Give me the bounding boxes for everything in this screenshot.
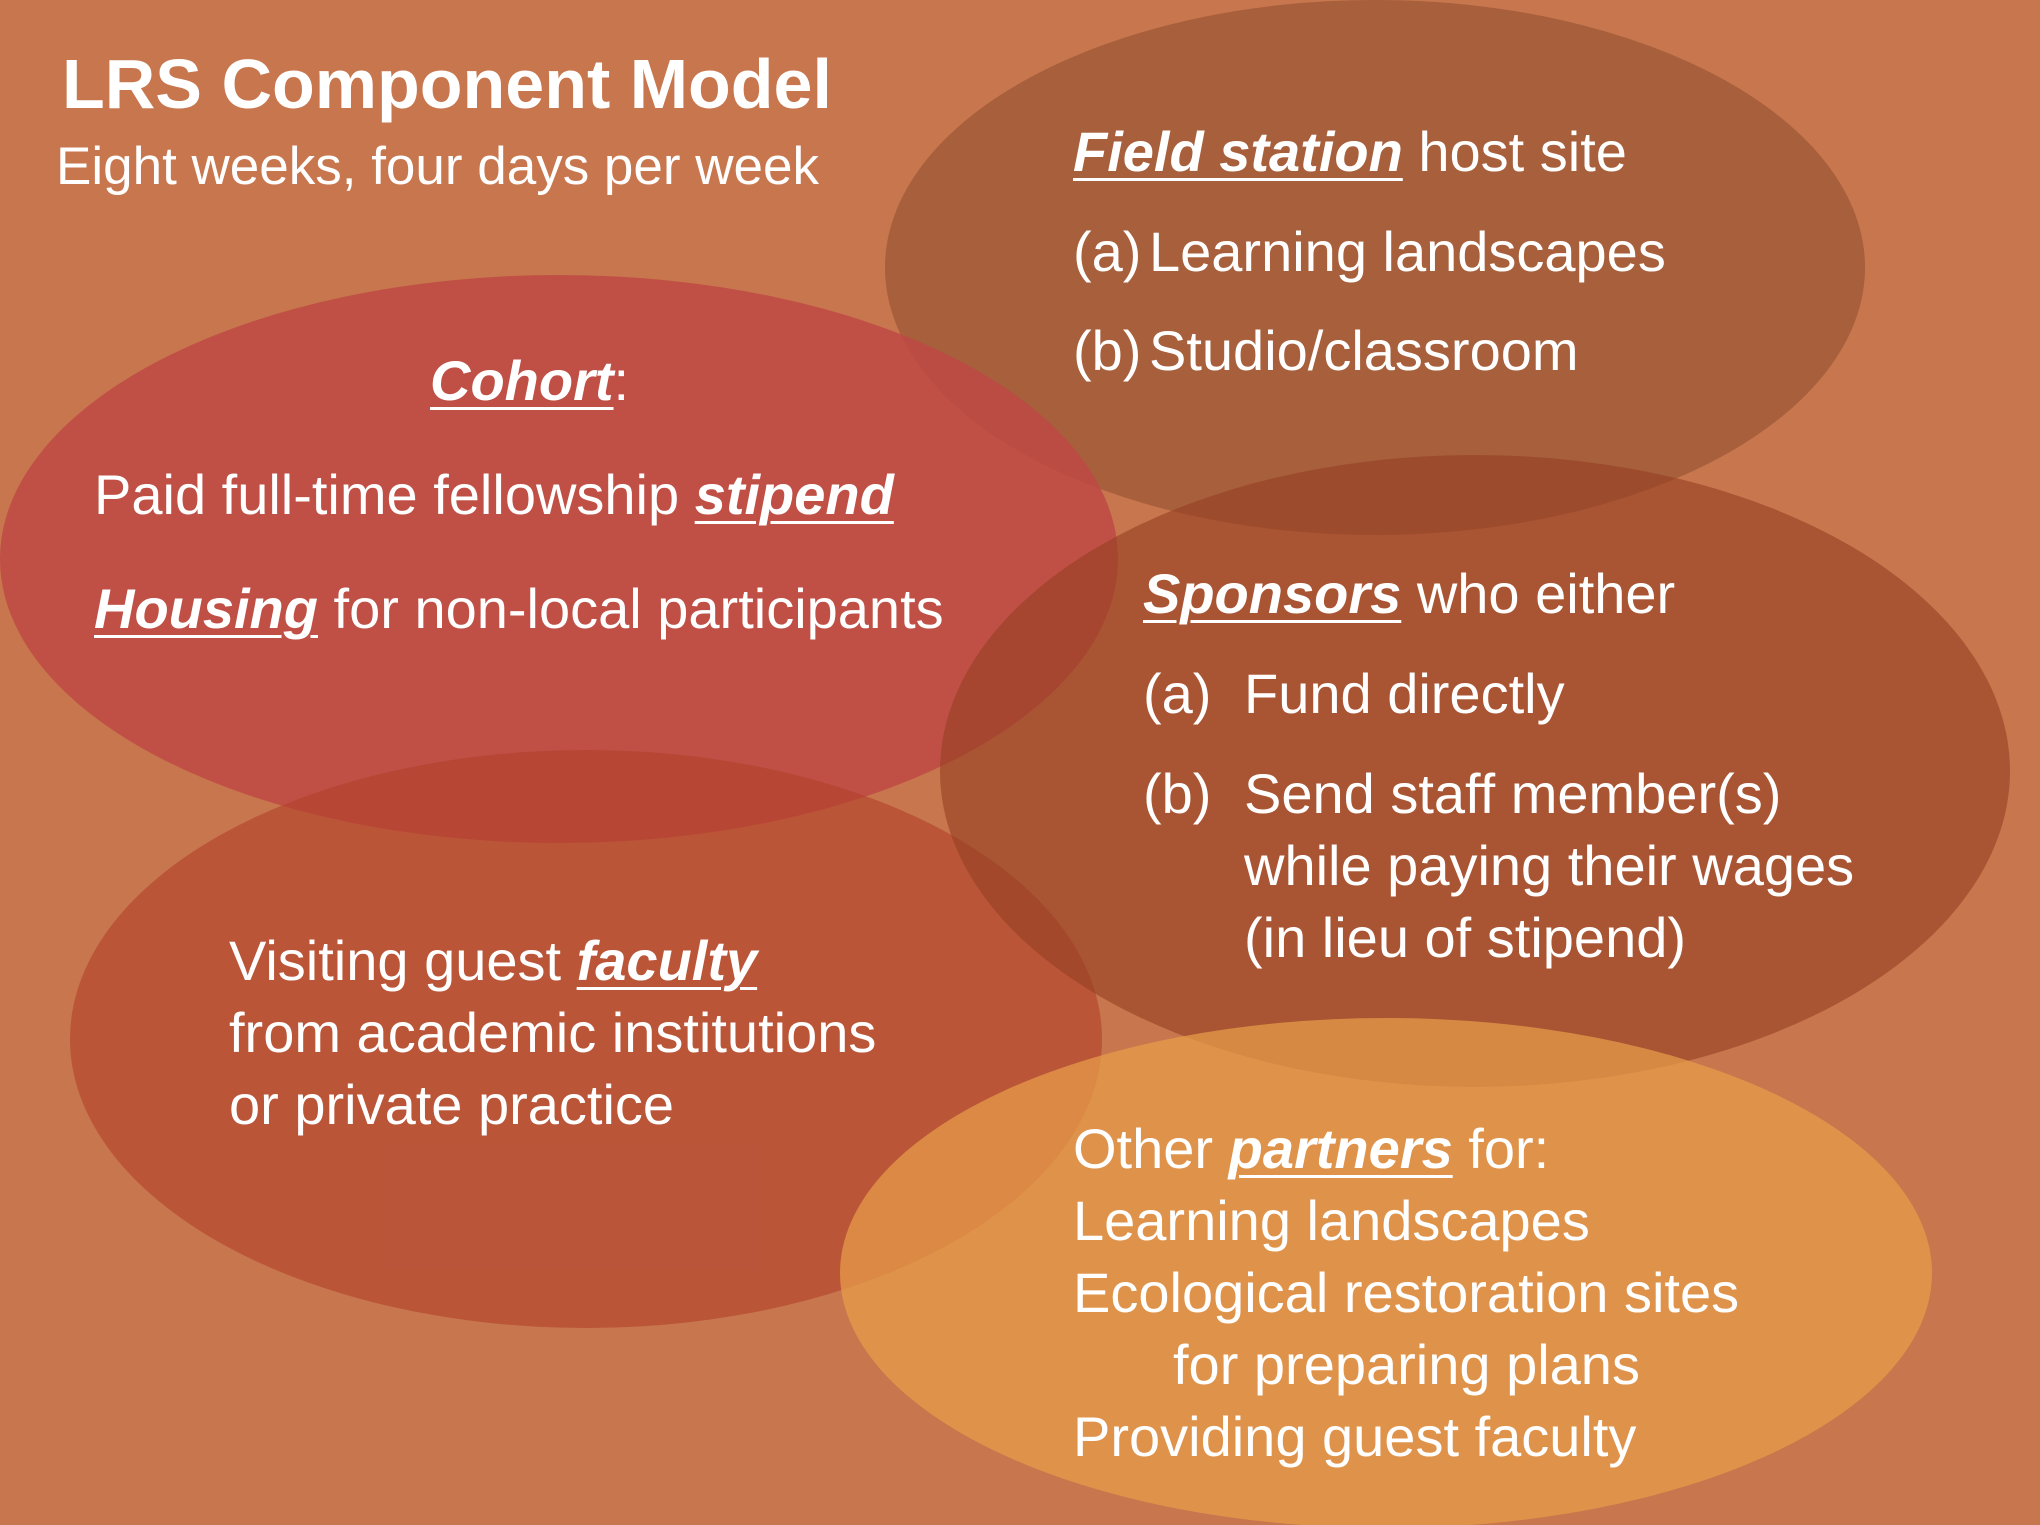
sponsors-item-a-line: Fund directly xyxy=(1244,662,1565,725)
field-station-item-a-label: (a) xyxy=(1073,220,1142,283)
sponsors-item-b: (b) Send staff member(s) while paying thei… xyxy=(1143,758,1854,974)
cohort-line2-text: for non-local participants xyxy=(317,577,944,640)
cohort-keyword: Cohort xyxy=(430,349,614,412)
page-subtitle: Eight weeks, four days per week xyxy=(56,137,819,196)
sponsors-item-a: (a) Fund directly xyxy=(1143,658,1565,730)
cohort-housing-line: Housing for non-local participants xyxy=(94,573,944,645)
cohort-line1-text: Paid full-time fellowship xyxy=(94,463,695,526)
faculty-keyword: faculty xyxy=(576,929,758,992)
field-station-keyword: Field station xyxy=(1073,120,1403,183)
sponsors-item-b-line: Send staff member(s) xyxy=(1244,762,1782,825)
field-station-heading-rest: host site xyxy=(1402,120,1627,183)
faculty-line-1: Visiting guest faculty xyxy=(229,925,876,997)
cohort-stipend-keyword: stipend xyxy=(694,463,894,526)
field-station-item-b: (b)Studio/classroom xyxy=(1073,315,1579,387)
sponsors-item-a-label: (a) xyxy=(1143,662,1212,725)
faculty-line1-text: Visiting guest xyxy=(229,929,577,992)
sponsors-item-b-label: (b) xyxy=(1143,762,1212,825)
partners-line1-text: Other xyxy=(1073,1117,1229,1180)
faculty-line-2: from academic institutions xyxy=(229,1001,877,1064)
partners-line-1: Other partners for: xyxy=(1073,1113,1739,1185)
sponsors-heading: Sponsors who either xyxy=(1143,558,1675,630)
partners-ellipse xyxy=(840,1018,1932,1525)
page-title: LRS Component Model xyxy=(62,45,832,123)
partners-line-2: Learning landscapes xyxy=(1073,1189,1590,1252)
sponsors-item-b-line: (in lieu of stipend) xyxy=(1244,906,1687,969)
sponsors-item-b-line: while paying their wages xyxy=(1244,834,1855,897)
partners-line1-rest: for: xyxy=(1452,1117,1550,1180)
sponsors-keyword: Sponsors xyxy=(1143,562,1402,625)
sponsors-heading-rest: who either xyxy=(1401,562,1676,625)
sponsors-ellipse xyxy=(940,455,2010,1087)
cohort-stipend-line: Paid full-time fellowship stipend xyxy=(94,459,894,531)
partners-text-block: Other partners for: Learning landscapes … xyxy=(1073,1113,1739,1473)
cohort-ellipse xyxy=(0,275,1118,843)
cohort-housing-keyword: Housing xyxy=(94,577,318,640)
partners-line-4: for preparing plans xyxy=(1173,1333,1640,1396)
cohort-heading-rest: : xyxy=(613,349,630,412)
field-station-item-a-text: Learning landscapes xyxy=(1149,220,1666,283)
field-station-item-a: (a)Learning landscapes xyxy=(1073,216,1666,288)
cohort-heading: Cohort: xyxy=(430,345,629,417)
field-station-item-b-text: Studio/classroom xyxy=(1149,319,1579,382)
faculty-text-block: Visiting guest faculty from academic ins… xyxy=(229,925,876,1141)
partners-line-3: Ecological restoration sites xyxy=(1073,1261,1740,1324)
partners-keyword: partners xyxy=(1228,1117,1453,1180)
partners-line-5: Providing guest faculty xyxy=(1073,1405,1637,1468)
faculty-line-3: or private practice xyxy=(229,1073,675,1136)
field-station-heading: Field station host site xyxy=(1073,116,1627,188)
field-station-item-b-label: (b) xyxy=(1073,319,1142,382)
